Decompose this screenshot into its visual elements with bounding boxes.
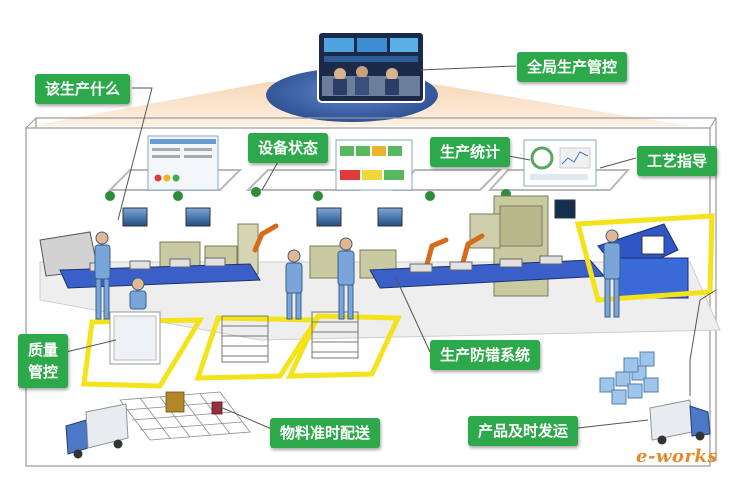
control-room-photo	[317, 31, 425, 103]
label-product-shipping: 产品及时发运	[468, 416, 579, 446]
label-global-control: 全局生产管控	[517, 52, 628, 82]
shipping-truck-right	[649, 399, 711, 445]
label-process-guidance: 工艺指导	[637, 146, 718, 176]
material-rack	[119, 391, 251, 441]
robot-arms	[252, 223, 485, 271]
eworks-logo: e-works	[636, 446, 719, 467]
label-equipment-status: 设备状态	[248, 133, 329, 163]
production-stats-panel	[523, 139, 597, 187]
label-what-to-produce: 该生产什么	[35, 74, 131, 104]
label-quality-line2: 管控	[28, 363, 59, 381]
label-material-delivery: 物料准时配送	[270, 418, 381, 448]
label-quality-line1: 质量	[28, 341, 59, 359]
carts	[109, 311, 359, 365]
yellow-zones	[81, 213, 715, 389]
product-boxes	[599, 351, 659, 405]
workers	[94, 229, 621, 320]
label-production-stats: 生产统计	[430, 137, 511, 167]
gantry-monitors	[122, 199, 576, 227]
signal-lights	[105, 187, 511, 201]
equipment-status-panel	[335, 139, 413, 191]
delivery-truck-left	[65, 403, 129, 459]
work-order-panel	[147, 135, 219, 191]
label-error-proofing: 生产防错系统	[430, 340, 541, 370]
label-quality-control: 质量 管控	[18, 334, 69, 388]
